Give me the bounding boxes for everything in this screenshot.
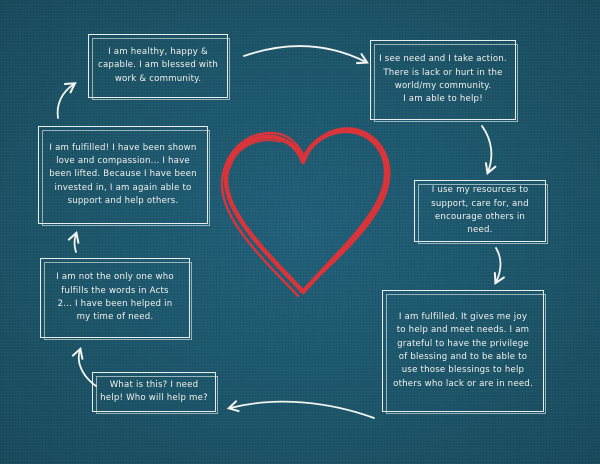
arrow-icon-n1-n2 xyxy=(243,45,369,65)
cycle-note-fulfilled-lifted: I am fulfilled! I have been shown love a… xyxy=(38,126,210,226)
cycle-note-need-help: What is this? I need help! Who will help… xyxy=(92,372,218,414)
arrow-icon-n2-n3 xyxy=(481,125,497,176)
cycle-note-acts-2: I am not the only one who fulfills the w… xyxy=(40,258,192,340)
cycle-note-use-resources: I use my resources to support, care for,… xyxy=(414,180,548,244)
arrow-icon-n6-n7 xyxy=(67,230,80,253)
cycle-note-fulfilled-joy: I am fulfilled. It gives me joy to help … xyxy=(382,290,546,414)
cycle-note-see-need: I see need and I take action. There is l… xyxy=(370,40,518,122)
arrow-icon-n7-n1 xyxy=(56,82,77,119)
arrow-icon-n4-n5 xyxy=(226,400,375,419)
cycle-note-healthy-blessed: I am healthy, happy & capable. I am bles… xyxy=(88,34,230,100)
heart-icon xyxy=(220,127,391,298)
arrow-icon-n3-n4 xyxy=(493,247,505,285)
